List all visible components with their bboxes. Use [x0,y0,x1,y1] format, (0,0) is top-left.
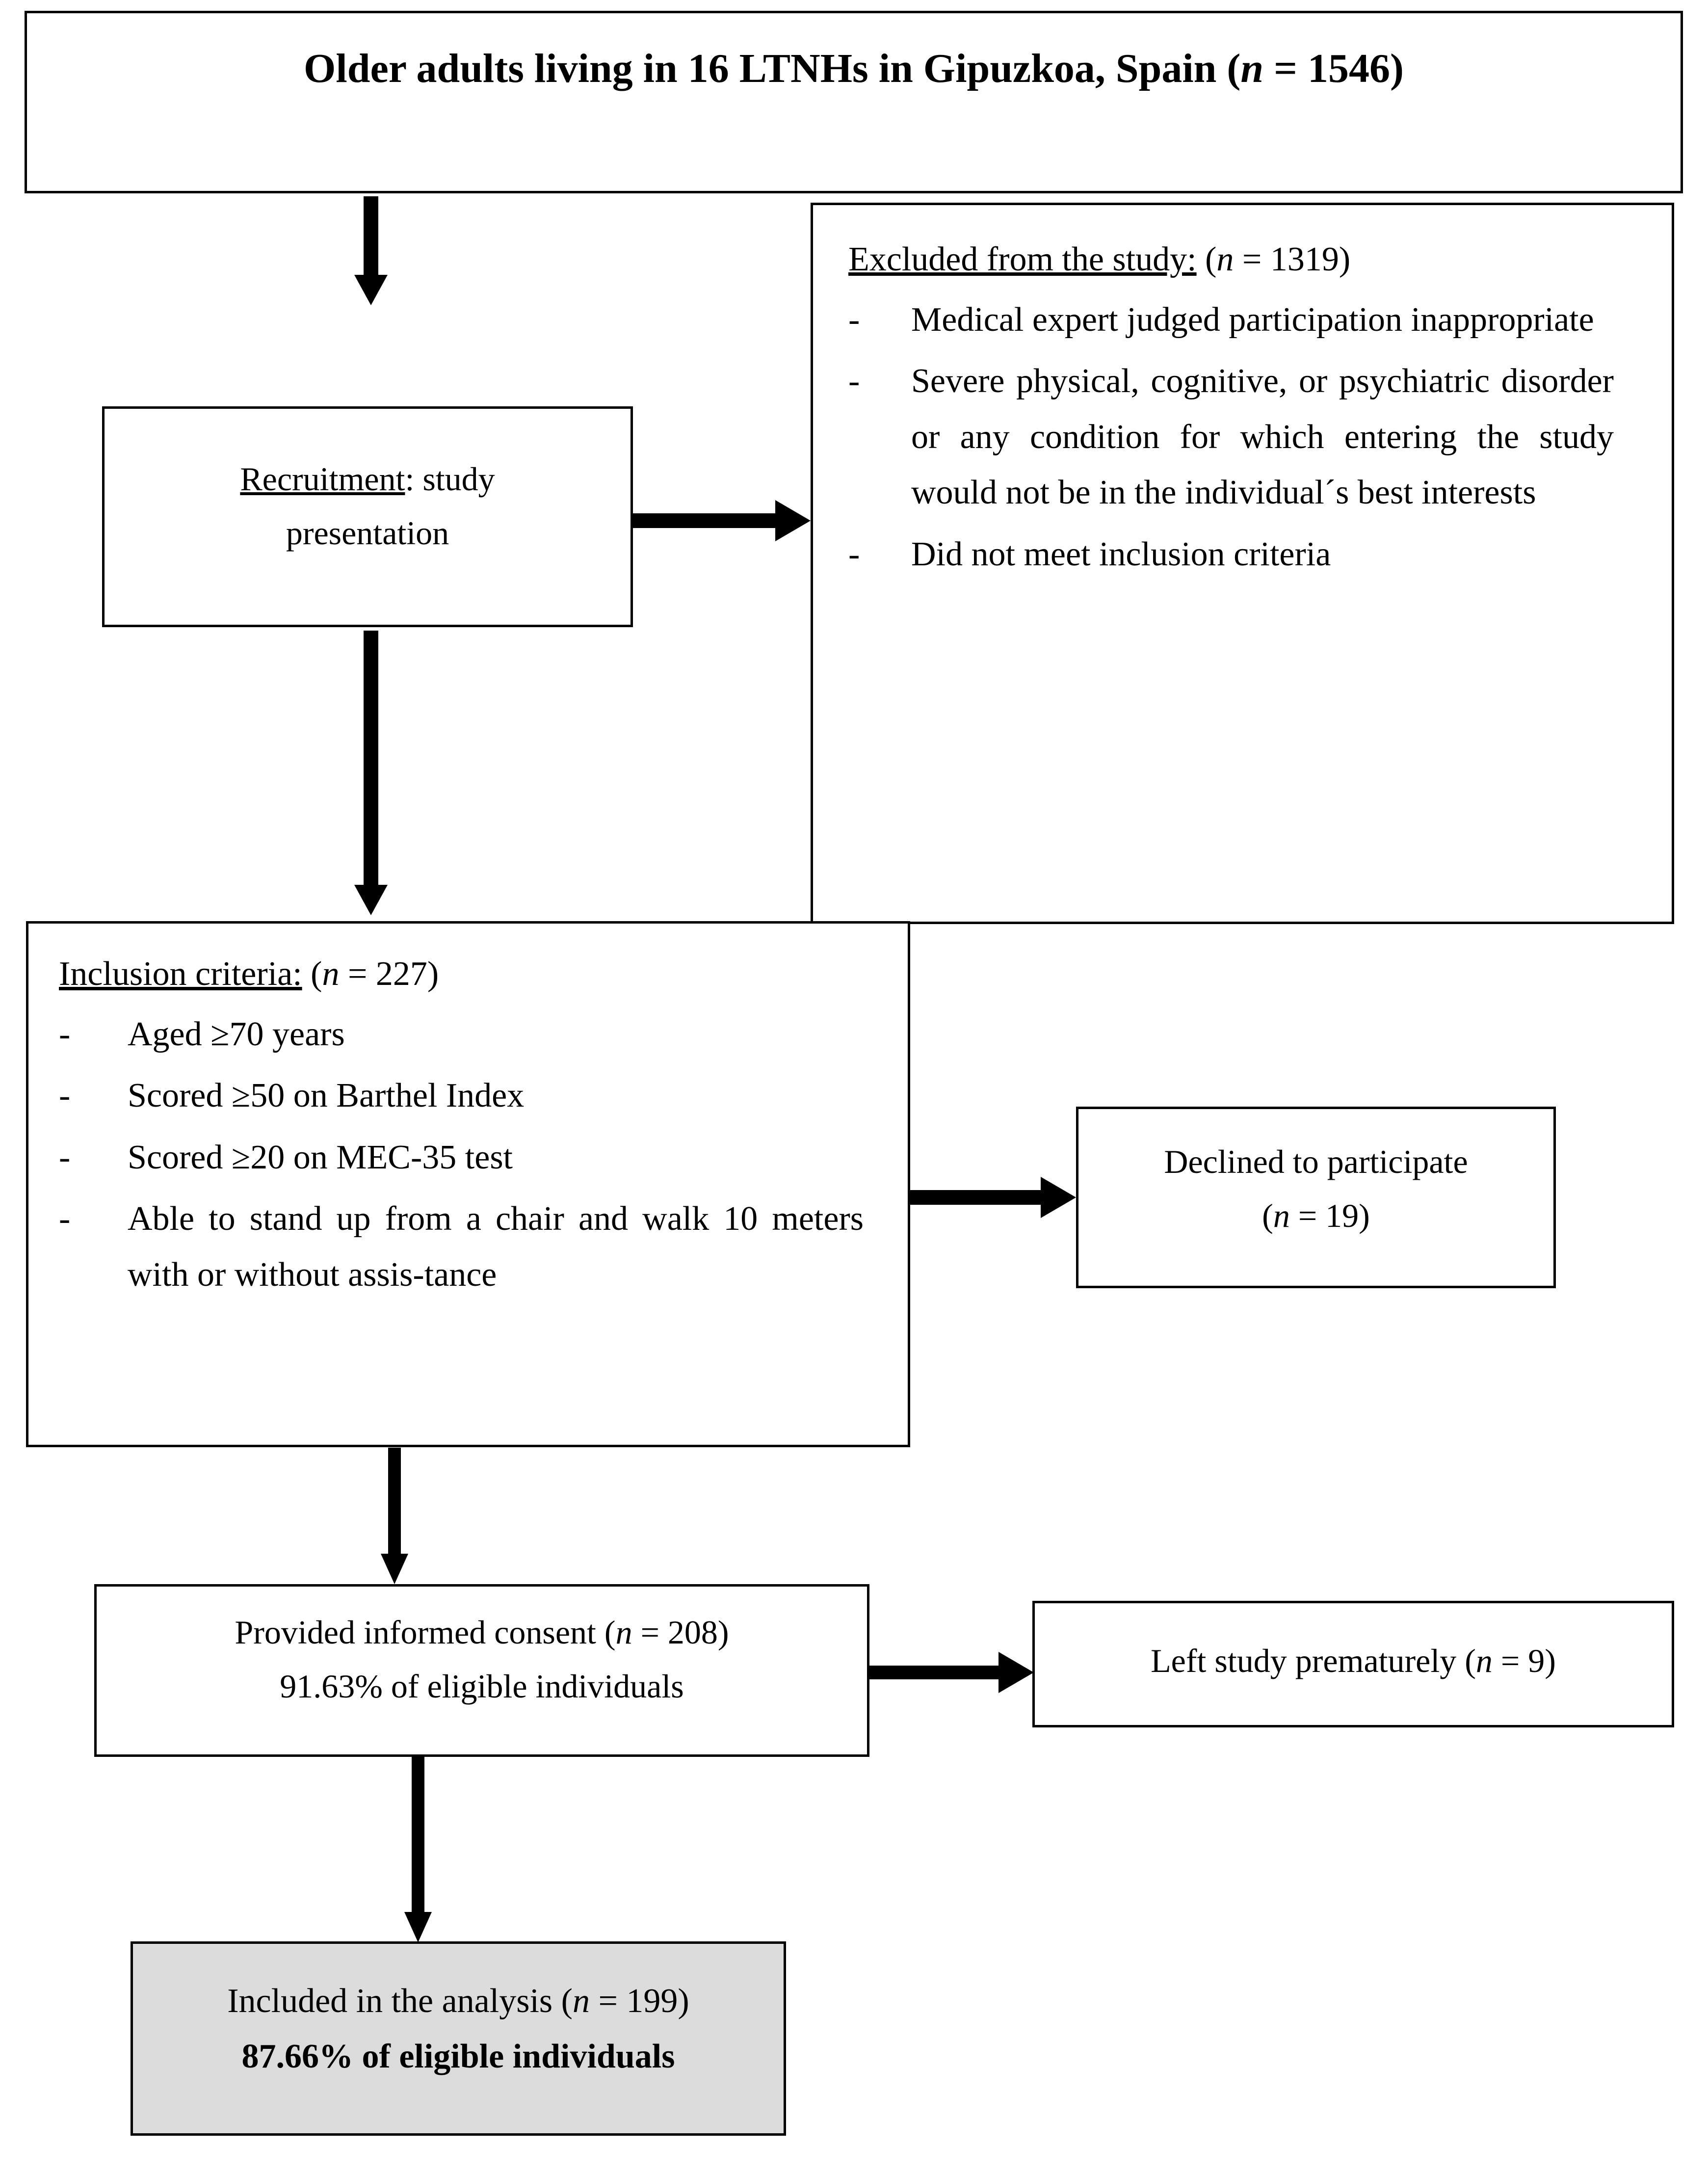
list-item-text: Able to stand up from a chair and walk 1… [128,1200,864,1294]
arrow-shaft [869,1666,1003,1679]
arrow-shaft [633,513,780,528]
title-text-main: Older adults living in 16 LTNHs in Gipuz… [304,46,1241,91]
list-item: - Scored ≥50 on Barthel Index [59,1068,864,1123]
recruitment-label-rest: : study [405,460,495,498]
excluded-header-italic-n: n [1216,240,1234,278]
excluded-header-paren: ( [1196,240,1217,278]
inclusion-header: Inclusion criteria: (n = 227) [59,948,864,1000]
arrow-shaft [910,1190,1046,1205]
recruitment-box: Recruitment: study presentation [102,406,633,627]
included-line-2: 87.66% of eligible individuals [241,2038,675,2076]
included-italic-n: n [572,1982,590,2020]
arrow-head [381,1554,408,1584]
declined-line-2: (n = 19) [1078,1189,1553,1243]
informed-consent-box: Provided informed consent (n = 208) 91.6… [94,1584,869,1757]
title-box: Older adults living in 16 LTNHs in Gipuz… [25,11,1683,193]
list-item-text: Did not meet inclusion criteria [911,535,1331,573]
recruitment-text: Recruitment: study presentation [105,452,631,560]
left-study-after: = 9) [1492,1642,1556,1679]
left-study-text: Left study prematurely (n = 9) [1035,1634,1672,1688]
recruitment-line-2: presentation [286,514,449,552]
excluded-box: Excluded from the study: (n = 1319) - Me… [811,203,1674,924]
left-study-italic-n: n [1475,1642,1493,1679]
arrow-shaft [364,196,378,275]
bullet-dash: - [848,301,860,339]
left-study-before: Left study prematurely ( [1151,1642,1476,1679]
bullet-dash: - [59,1077,71,1115]
excluded-header: Excluded from the study: (n = 1319) [848,234,1614,285]
list-item-text: Aged ≥70 years [128,1015,345,1053]
arrow-head [354,275,388,305]
arrow-head [1041,1177,1076,1218]
declined-count: = 19) [1289,1197,1370,1235]
arrow-shaft [364,631,378,885]
inclusion-header-italic-n: n [322,955,340,993]
arrow-head [404,1912,432,1942]
consent-line-1-after: = 208) [632,1614,729,1651]
consent-line-1: Provided informed consent (n = 208) [97,1605,867,1659]
arrow-shaft [412,1757,424,1913]
arrow-head [999,1652,1034,1693]
title-text-tail: = 1546) [1263,46,1404,91]
excluded-content: Excluded from the study: (n = 1319) - Me… [848,234,1614,588]
list-item: - Aged ≥70 years [59,1007,864,1062]
excluded-header-label: Excluded from the study: [848,240,1197,278]
arrow-consent-to-included [401,1757,435,1942]
consent-line-2: 91.63% of eligible individuals [280,1668,684,1705]
inclusion-header-label: Inclusion criteria: [59,955,302,993]
inclusion-criteria-box: Inclusion criteria: (n = 227) - Aged ≥70… [26,921,910,1447]
included-line-1-after: = 199) [589,1982,689,2020]
recruitment-line-1: Recruitment: study [105,452,631,506]
list-item-text: Scored ≥50 on Barthel Index [128,1077,525,1115]
bullet-dash: - [848,362,860,400]
declined-text: Declined to participate (n = 19) [1078,1135,1553,1243]
arrow-head [775,500,811,541]
consent-italic-n: n [615,1614,632,1651]
list-item: - Severe physical, cognitive, or psychia… [848,353,1614,520]
title-text-line: Older adults living in 16 LTNHs in Gipuz… [27,43,1681,94]
inclusion-header-paren: ( [302,955,322,993]
bullet-dash: - [59,1015,71,1053]
included-line-1: Included in the analysis (n = 199) [133,1973,784,2029]
declined-to-participate-box: Declined to participate (n = 19) [1076,1107,1556,1288]
left-study-prematurely-box: Left study prematurely (n = 9) [1032,1601,1674,1727]
arrow-inclusion-to-consent [378,1448,411,1584]
arrow-head [354,885,388,915]
bullet-dash: - [848,535,860,573]
inclusion-content: Inclusion criteria: (n = 227) - Aged ≥70… [59,948,864,1308]
excluded-bullet-list: - Medical expert judged participation in… [848,292,1614,582]
consent-text: Provided informed consent (n = 208) 91.6… [97,1605,867,1713]
list-item-text: Scored ≥20 on MEC-35 test [128,1138,513,1176]
excluded-header-count: = 1319) [1234,240,1351,278]
declined-italic-n: n [1273,1197,1290,1235]
list-item-text: Severe physical, cognitive, or psychiatr… [911,362,1614,512]
list-item: - Scored ≥20 on MEC-35 test [59,1130,864,1185]
inclusion-header-count: = 227) [339,955,439,993]
arrow-inclusion-to-declined [910,1176,1076,1219]
included-line-1-before: Included in the analysis ( [227,1982,573,2020]
arrow-shaft [388,1448,401,1555]
recruitment-label: Recruitment [240,460,405,498]
arrow-recruitment-to-inclusion [354,631,388,915]
list-item: - Able to stand up from a chair and walk… [59,1191,864,1302]
arrow-consent-to-left-study [869,1651,1034,1694]
consent-line-1-before: Provided informed consent ( [235,1614,616,1651]
included-text: Included in the analysis (n = 199) 87.66… [133,1973,784,2085]
inclusion-bullet-list: - Aged ≥70 years - Scored ≥50 on Barthel… [59,1007,864,1302]
list-item: - Did not meet inclusion criteria [848,527,1614,582]
declined-paren-open: ( [1262,1197,1273,1235]
bullet-dash: - [59,1200,71,1238]
included-in-analysis-box: Included in the analysis (n = 199) 87.66… [131,1941,786,2136]
list-item: - Medical expert judged participation in… [848,292,1614,347]
arrow-title-to-recruitment [354,196,388,305]
list-item-text: Medical expert judged participation inap… [911,301,1594,339]
declined-line-1: Declined to participate [1164,1143,1468,1180]
title-italic-n: n [1240,46,1264,91]
arrow-recruitment-to-excluded [633,500,811,542]
bullet-dash: - [59,1138,71,1176]
